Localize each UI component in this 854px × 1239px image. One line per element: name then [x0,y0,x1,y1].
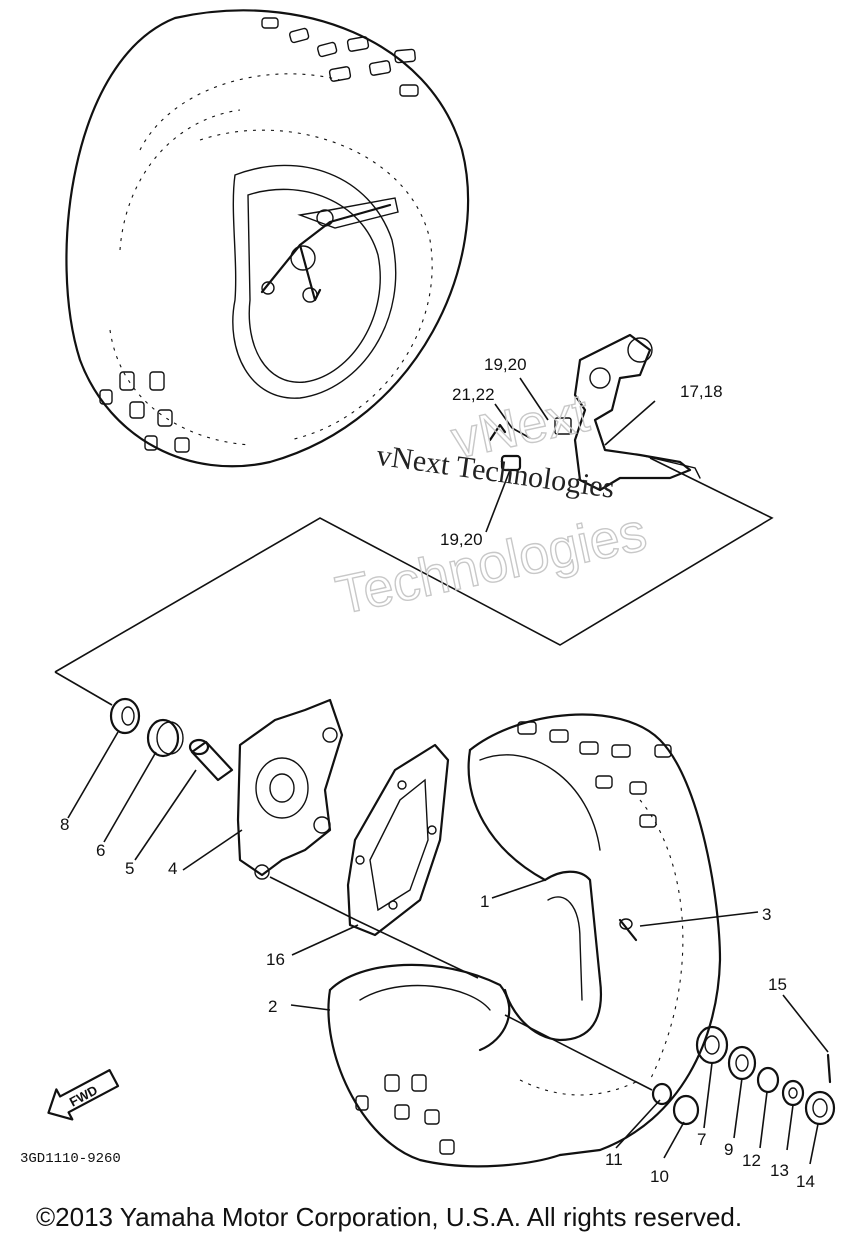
label-17-18: 17,18 [680,382,723,401]
cotter-pin-15-illustration [826,1053,832,1084]
collar-7-illustration [695,1025,729,1065]
label-14: 14 [796,1172,815,1191]
label-1: 1 [480,892,489,911]
nut-10-illustration [672,1094,700,1126]
label-21-22: 21,22 [452,385,495,404]
wheel-rim-tire-illustration [327,713,722,1168]
label-4: 4 [168,859,177,878]
label-9: 9 [724,1140,733,1159]
cotter-pin-illustration [488,423,507,442]
label-13: 13 [770,1161,789,1180]
leader-lines [67,377,829,1165]
bearing-6-illustration [146,718,184,758]
bearing-8-illustration [109,697,141,735]
label-15: 15 [768,975,787,994]
label-2: 2 [268,997,277,1016]
label-11: 11 [605,1150,623,1169]
castle-nut-illustration [500,454,522,472]
label-10: 10 [650,1167,669,1186]
label-5: 5 [125,859,134,878]
washer-13-illustration [781,1079,805,1107]
diagram-code: 3GD1110-9260 [20,1151,121,1167]
label-16: 16 [266,950,285,969]
assembly-outline [54,457,774,673]
plate-16-illustration [346,743,450,937]
washer-9-illustration [727,1045,757,1081]
forward-arrow-icon: FWD [47,1069,120,1121]
label-19-20-bottom: 19,20 [440,530,483,549]
label-6: 6 [96,841,105,860]
bearing-12-illustration [756,1066,780,1094]
nut-14-illustration [804,1090,836,1126]
spacer-5-illustration [188,738,234,782]
label-8: 8 [60,815,69,834]
steering-knuckle-illustration [554,333,701,492]
washer-11-illustration [651,1082,673,1106]
assembled-wheel-illustration [65,9,470,468]
label-7: 7 [697,1130,706,1149]
label-19-20-top: 19,20 [484,355,527,374]
hub-4-illustration [236,698,344,880]
label-3: 3 [762,905,771,924]
copyright-text: ©2013 Yamaha Motor Corporation, U.S.A. A… [36,1202,742,1232]
label-12: 12 [742,1151,761,1170]
